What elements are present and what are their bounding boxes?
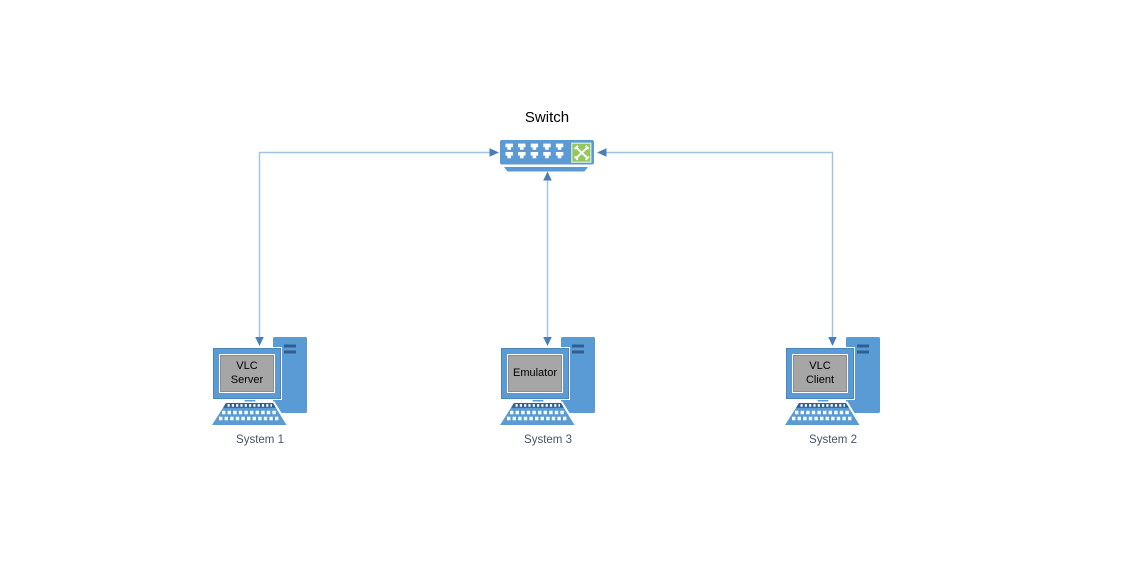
system-label: System 3: [524, 434, 572, 446]
arrowhead-into-switch-bottom: [543, 171, 552, 181]
node-system-2[interactable]: VLC Client System 2: [783, 337, 883, 449]
network-switch-icon: [499, 139, 595, 173]
connector-system1-switch[interactable]: [255, 148, 499, 346]
connector-system3-switch[interactable]: [543, 171, 552, 347]
connector-system2-switch[interactable]: [597, 148, 837, 346]
arrowhead-into-system3: [543, 337, 552, 346]
node-system-1[interactable]: VLC Server System 1: [210, 337, 310, 449]
node-system-3[interactable]: Emulator System 3: [498, 337, 598, 449]
screen-label: Emulator: [512, 366, 558, 379]
switch-node[interactable]: Switch: [499, 105, 595, 173]
arrowhead-into-system1: [255, 337, 264, 346]
system-label: System 1: [236, 434, 284, 446]
switch-label: Switch: [524, 109, 570, 126]
screen-label: VLC Client: [805, 359, 835, 386]
screen-label: VLC Server: [230, 359, 264, 386]
arrowhead-into-switch-left: [489, 148, 499, 157]
arrowhead-into-switch-right: [597, 148, 607, 157]
system-label: System 2: [809, 434, 857, 446]
arrowhead-into-system2: [828, 337, 837, 346]
